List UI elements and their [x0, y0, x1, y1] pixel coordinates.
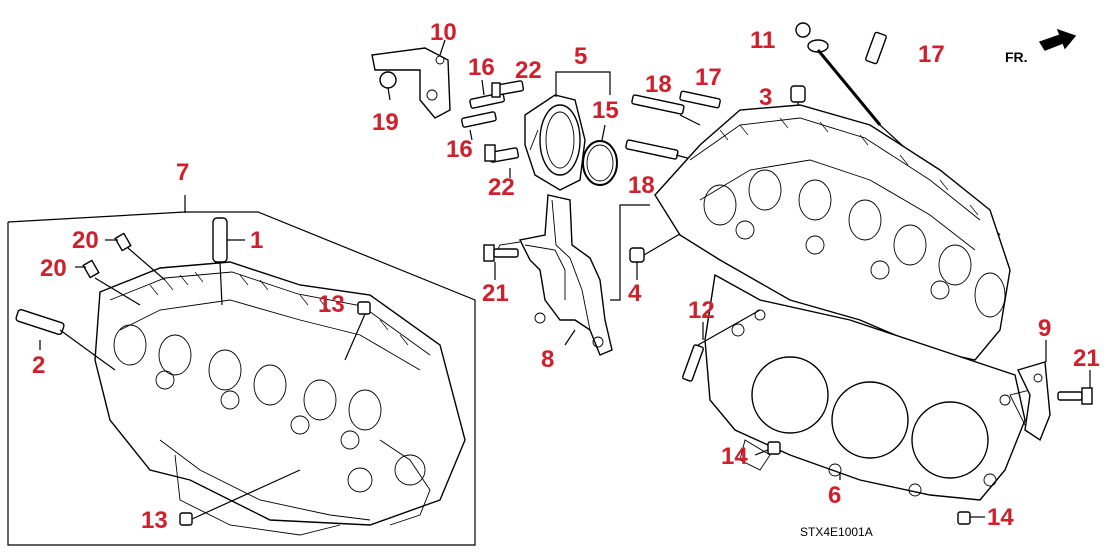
callout-15: 15	[592, 97, 619, 124]
callout-21: 21	[482, 280, 509, 307]
callout-12: 12	[688, 297, 715, 324]
harness-bracket	[483, 194, 691, 356]
callout-2: 2	[32, 352, 45, 379]
callout-9: 9	[1038, 315, 1051, 342]
callout-4: 4	[628, 280, 642, 307]
upper-parts: FR.	[371, 22, 1077, 236]
callout-13-b: 13	[141, 507, 168, 534]
callout-10: 10	[430, 19, 457, 46]
callout-18: 18	[645, 71, 672, 98]
callout-6: 6	[828, 482, 841, 509]
diagram-code: STX4E1001A	[800, 525, 873, 539]
callout-5: 5	[574, 43, 587, 70]
callout-1: 1	[250, 227, 263, 254]
callout-16-b: 16	[446, 136, 473, 163]
callout-22: 22	[515, 57, 542, 84]
callout-8: 8	[541, 346, 554, 373]
rear-cylinder-head	[7, 195, 476, 546]
front-cylinder-head	[654, 104, 1011, 361]
callout-14-b: 14	[987, 504, 1014, 531]
front-marker-text: FR.	[1005, 49, 1028, 65]
callout-numbers: 10 16 22 5 18 17 11 17 19 16 15 3 22 18 …	[32, 19, 1100, 534]
callout-20-b: 20	[40, 255, 67, 282]
callout-21-b: 21	[1073, 345, 1100, 372]
callout-13: 13	[318, 291, 345, 318]
callout-19: 19	[372, 109, 399, 136]
head-gasket	[682, 273, 1093, 525]
callout-18-b: 18	[628, 172, 655, 199]
callout-16: 16	[468, 54, 495, 81]
callout-22-b: 22	[488, 174, 515, 201]
callout-20: 20	[72, 227, 99, 254]
callout-14: 14	[721, 443, 748, 470]
callout-11: 11	[750, 27, 775, 54]
callout-3: 3	[759, 84, 772, 111]
callout-17-b: 17	[918, 41, 945, 68]
callout-7: 7	[176, 159, 189, 186]
callout-17: 17	[695, 64, 722, 91]
